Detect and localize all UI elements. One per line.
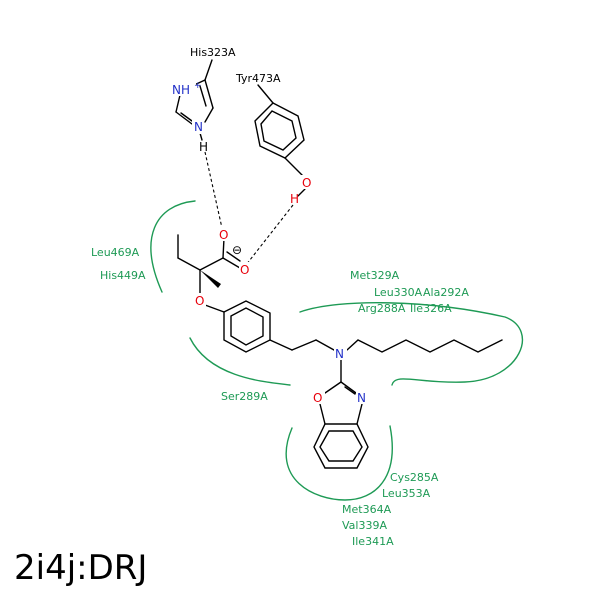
o-ring-bond: [204, 304, 225, 313]
his-stub-bond: [204, 59, 213, 81]
residue-label: His449A: [100, 269, 146, 282]
residue-label: Ala292A: [423, 286, 469, 299]
residue-label: Met364A: [342, 503, 392, 516]
arc-met329-group: [299, 302, 523, 386]
bond: [319, 403, 326, 425]
bond: [175, 94, 181, 113]
o-atom-label: O: [219, 228, 228, 242]
residue-label: Leu330A: [374, 286, 423, 299]
o-atom-label: O: [240, 263, 249, 277]
benzoxazole: [313, 359, 369, 469]
benzo-ring-inner: [319, 430, 363, 462]
methyl-wedge: [200, 270, 221, 288]
his-imidazole: [175, 59, 214, 141]
bond: [204, 79, 214, 109]
ethyl-bond: [177, 257, 201, 271]
ligand-phenyl: [223, 300, 335, 353]
chain-bond: [315, 339, 335, 351]
tyr473-label: Tyr473A: [235, 72, 281, 85]
benzo-ring: [313, 423, 369, 469]
bond: [204, 107, 214, 123]
bond: [175, 111, 193, 125]
c-o-bond: [284, 157, 304, 177]
residue-label: Ser289A: [221, 390, 268, 403]
o-atom-label: O: [313, 391, 322, 405]
arc-leu469-his449: [150, 200, 196, 293]
residue-label: Leu469A: [91, 246, 140, 259]
tyr-phenol: [254, 84, 306, 197]
h-atom-label: H: [290, 192, 299, 206]
hydrogen-bonds: [204, 151, 294, 266]
phenyl-ring-inner: [230, 307, 264, 346]
bond: [340, 381, 357, 394]
h-atom-label: H: [199, 140, 208, 154]
diagram-title: 2i4j:DRJ: [14, 548, 148, 588]
residue-labels: Leu469A His449A Met329A Leu330A Ala292A …: [91, 246, 469, 548]
heptyl-bonds: [346, 339, 503, 353]
tyr-stub-bond: [257, 84, 274, 104]
atom-labels: NH + N H O H O ⊖ O O N O N: [170, 81, 369, 405]
o-atom-label: O: [195, 294, 204, 308]
anchor-labels: His323A Tyr473A: [190, 46, 281, 85]
n-atom-label: N: [357, 391, 366, 405]
arc-bottom-group: [285, 425, 393, 501]
residue-label: Arg288A: [358, 302, 406, 315]
chain-bond: [269, 339, 293, 351]
residue-label: Cys285A: [390, 471, 439, 484]
residue-label: Val339A: [342, 519, 387, 532]
c-o-bond: [222, 237, 225, 259]
negative-charge-icon: ⊖: [232, 243, 242, 257]
bond: [199, 85, 207, 107]
residue-label: Ile326A: [410, 302, 452, 315]
chain-bond: [291, 339, 317, 351]
his323-label: His323A: [190, 46, 236, 59]
bond: [356, 403, 363, 425]
heptyl-chain: [346, 339, 503, 353]
bond: [324, 381, 342, 394]
o-h-bond: [297, 188, 306, 197]
n-atom-label: N: [194, 120, 203, 134]
residue-label: Met329A: [350, 269, 400, 282]
c-o-bond: [222, 257, 241, 269]
bond: [180, 112, 193, 122]
hydrophobic-arcs: [150, 200, 523, 501]
residue-label: Leu353A: [382, 487, 431, 500]
bond-double: [344, 386, 356, 395]
positive-charge-icon: +: [194, 81, 202, 91]
nh-atom-label: NH: [172, 83, 190, 97]
c-o-double: [226, 251, 241, 262]
c-cooh-bond: [199, 257, 224, 271]
ligand-core: [177, 234, 241, 313]
hbond-his-carboxylate: [204, 151, 223, 229]
hbond-tyr-carboxylate: [245, 204, 294, 266]
residue-label: Ile341A: [352, 535, 394, 548]
arc-ser289: [189, 337, 291, 386]
o-atom-label: O: [302, 176, 311, 190]
n-atom-label: N: [335, 347, 344, 361]
tyr-ring-inner: [260, 110, 297, 151]
n-h-bond: [199, 132, 203, 141]
